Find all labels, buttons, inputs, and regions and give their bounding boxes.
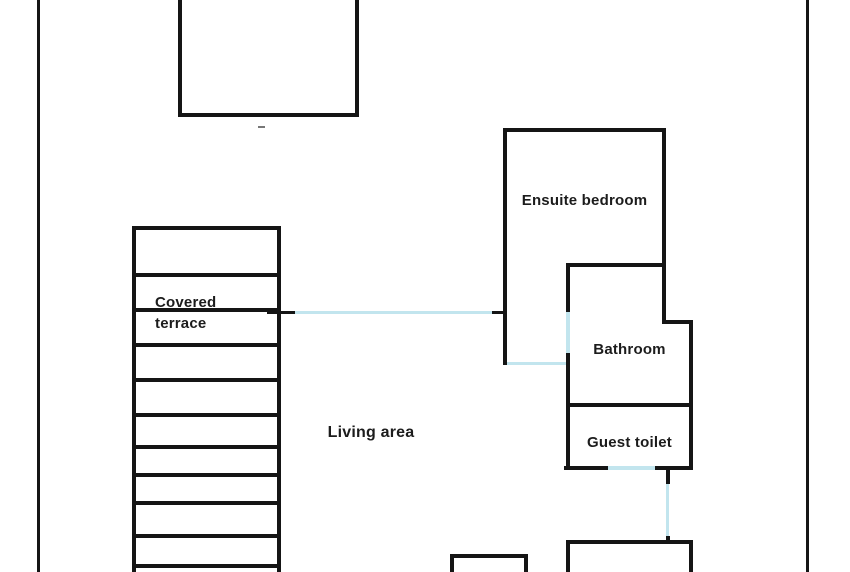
guest-toilet-wall-left [566, 403, 570, 468]
guest-toilet-wall-bottom-right [655, 466, 693, 470]
terrace-door-jamb-left [267, 311, 295, 314]
guest-toilet-wall-right [689, 403, 693, 468]
covered-terrace-label: Covered terrace [155, 292, 216, 334]
passage-opening [666, 484, 669, 536]
ensuite-wall-top [503, 128, 666, 132]
bathroom-door-opening [566, 312, 570, 353]
terrace-slat [132, 445, 281, 449]
covered-terrace-label-line1: Covered [155, 294, 217, 311]
bathroom-wall-right [689, 320, 693, 407]
bathroom-wall-jog [662, 320, 693, 324]
bottom-room-wall-left [566, 540, 570, 572]
terrace-slat [132, 273, 281, 277]
bottom-room-wall-top [566, 540, 693, 544]
terrace-door-jamb-right [492, 311, 506, 314]
pool-wall-right [355, 0, 359, 117]
terrace-slat [132, 343, 281, 347]
terrace-slat [132, 308, 281, 312]
covered-terrace-label-line2: terrace [155, 315, 207, 332]
terrace-slat [132, 501, 281, 505]
living-area-label: Living area [327, 424, 415, 441]
passage-jamb-top [666, 470, 670, 484]
terrace-door-opening [295, 311, 492, 314]
guest-toilet-wall-bottom-left [564, 466, 608, 470]
terrace-wall-left [132, 226, 136, 572]
pool-wall-bottom [178, 113, 359, 117]
corridor-door-opening [507, 362, 567, 365]
terrace-slat [132, 413, 281, 417]
terrace-slat [132, 473, 281, 477]
pool-label: Pool [206, 0, 306, 5]
ensuite-wall-right [662, 128, 666, 324]
bottom-box-wall-top [450, 554, 528, 558]
terrace-slat [132, 534, 281, 538]
terrace-slat [132, 564, 281, 568]
bottom-room-wall-right [689, 540, 693, 572]
terrace-slat [132, 378, 281, 382]
pool-wall-left [178, 0, 182, 117]
ensuite-wall-bottom [566, 263, 666, 267]
ensuite-wall-left [503, 128, 507, 365]
terrace-wall-top [132, 226, 281, 230]
plot-border-left [37, 0, 40, 572]
guest-toilet-label: Guest toilet [587, 434, 672, 451]
bathroom-wall-bottom [566, 403, 693, 407]
bathroom-wall-left-upper [566, 263, 570, 312]
bathroom-wall-left-lower [566, 353, 570, 407]
guest-toilet-door-opening [608, 466, 655, 470]
pool-annotation-mark [258, 126, 265, 128]
ensuite-bedroom-label: Ensuite bedroom [521, 192, 648, 209]
bottom-box-wall-right [524, 554, 528, 572]
terrace-wall-right [277, 226, 281, 572]
bathroom-label: Bathroom [593, 341, 666, 358]
bottom-box-wall-left [450, 554, 454, 572]
plot-border-right [806, 0, 809, 572]
